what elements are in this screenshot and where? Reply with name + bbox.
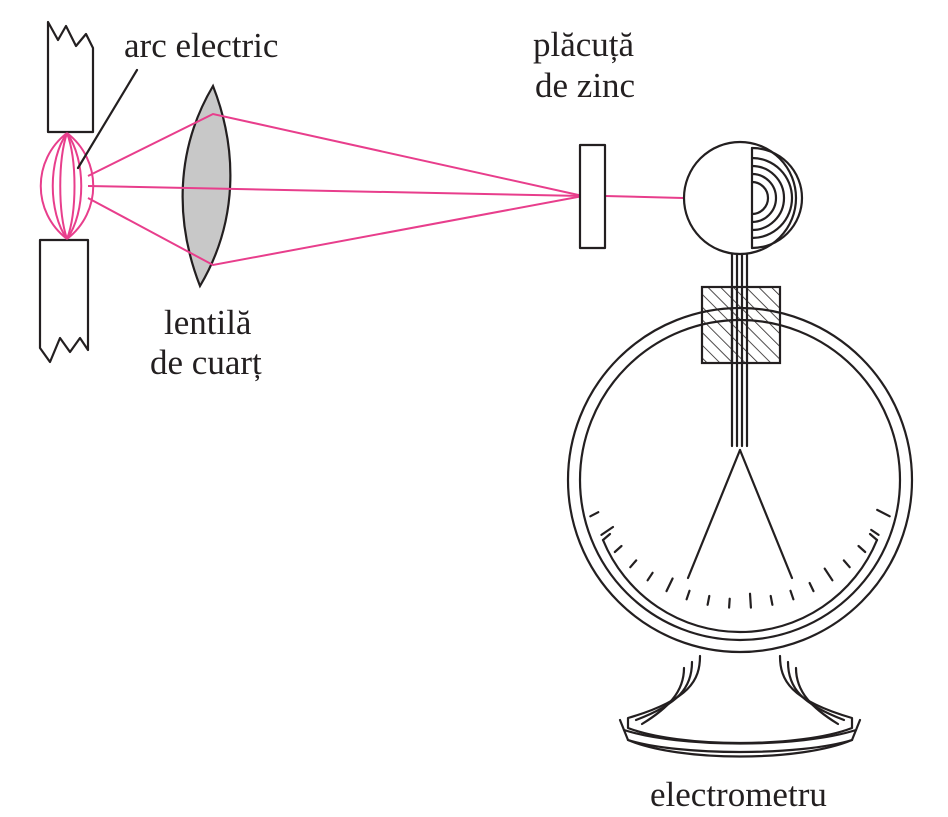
light-rays bbox=[87, 112, 684, 267]
scale-tick bbox=[808, 581, 815, 593]
electrometer bbox=[566, 140, 914, 758]
scale-tick bbox=[748, 592, 753, 609]
scale-tick bbox=[706, 594, 711, 606]
plate-label-line2: de zinc bbox=[535, 66, 635, 105]
scale-tick bbox=[589, 511, 600, 518]
lens-label-line1: lentilă bbox=[164, 303, 252, 342]
plate-label-line1: plăcuță bbox=[533, 25, 635, 64]
electrometer-scale bbox=[589, 508, 891, 634]
upper-electrode bbox=[46, 20, 95, 134]
lens-label-line2: de cuarț bbox=[150, 343, 262, 382]
arc-label: arc electric bbox=[124, 26, 278, 65]
sphere-shading bbox=[750, 146, 804, 250]
lower-electrode bbox=[38, 238, 90, 364]
arc-leader-line bbox=[76, 68, 139, 170]
scale-tick bbox=[769, 594, 774, 606]
scale-tick bbox=[823, 567, 834, 582]
electric-arc bbox=[39, 132, 95, 240]
scale-tick bbox=[665, 577, 674, 593]
zinc-plate bbox=[578, 143, 607, 250]
scale-tick bbox=[646, 571, 654, 582]
electrometer-leaves bbox=[686, 448, 794, 580]
scale-tick bbox=[876, 508, 891, 518]
scale-tick bbox=[870, 528, 880, 537]
scale-tick bbox=[789, 589, 795, 601]
electrometer-base bbox=[618, 654, 862, 758]
scale-tick bbox=[600, 525, 615, 537]
scale-tick bbox=[685, 589, 691, 601]
scale-tick bbox=[727, 597, 731, 609]
scale-tick bbox=[857, 544, 867, 554]
scale-tick bbox=[629, 559, 638, 569]
scale-tick bbox=[842, 559, 851, 569]
insulator bbox=[700, 285, 782, 365]
electrometer-label: electrometru bbox=[650, 775, 827, 814]
scale-tick bbox=[613, 544, 623, 554]
quartz-lens bbox=[181, 83, 232, 289]
